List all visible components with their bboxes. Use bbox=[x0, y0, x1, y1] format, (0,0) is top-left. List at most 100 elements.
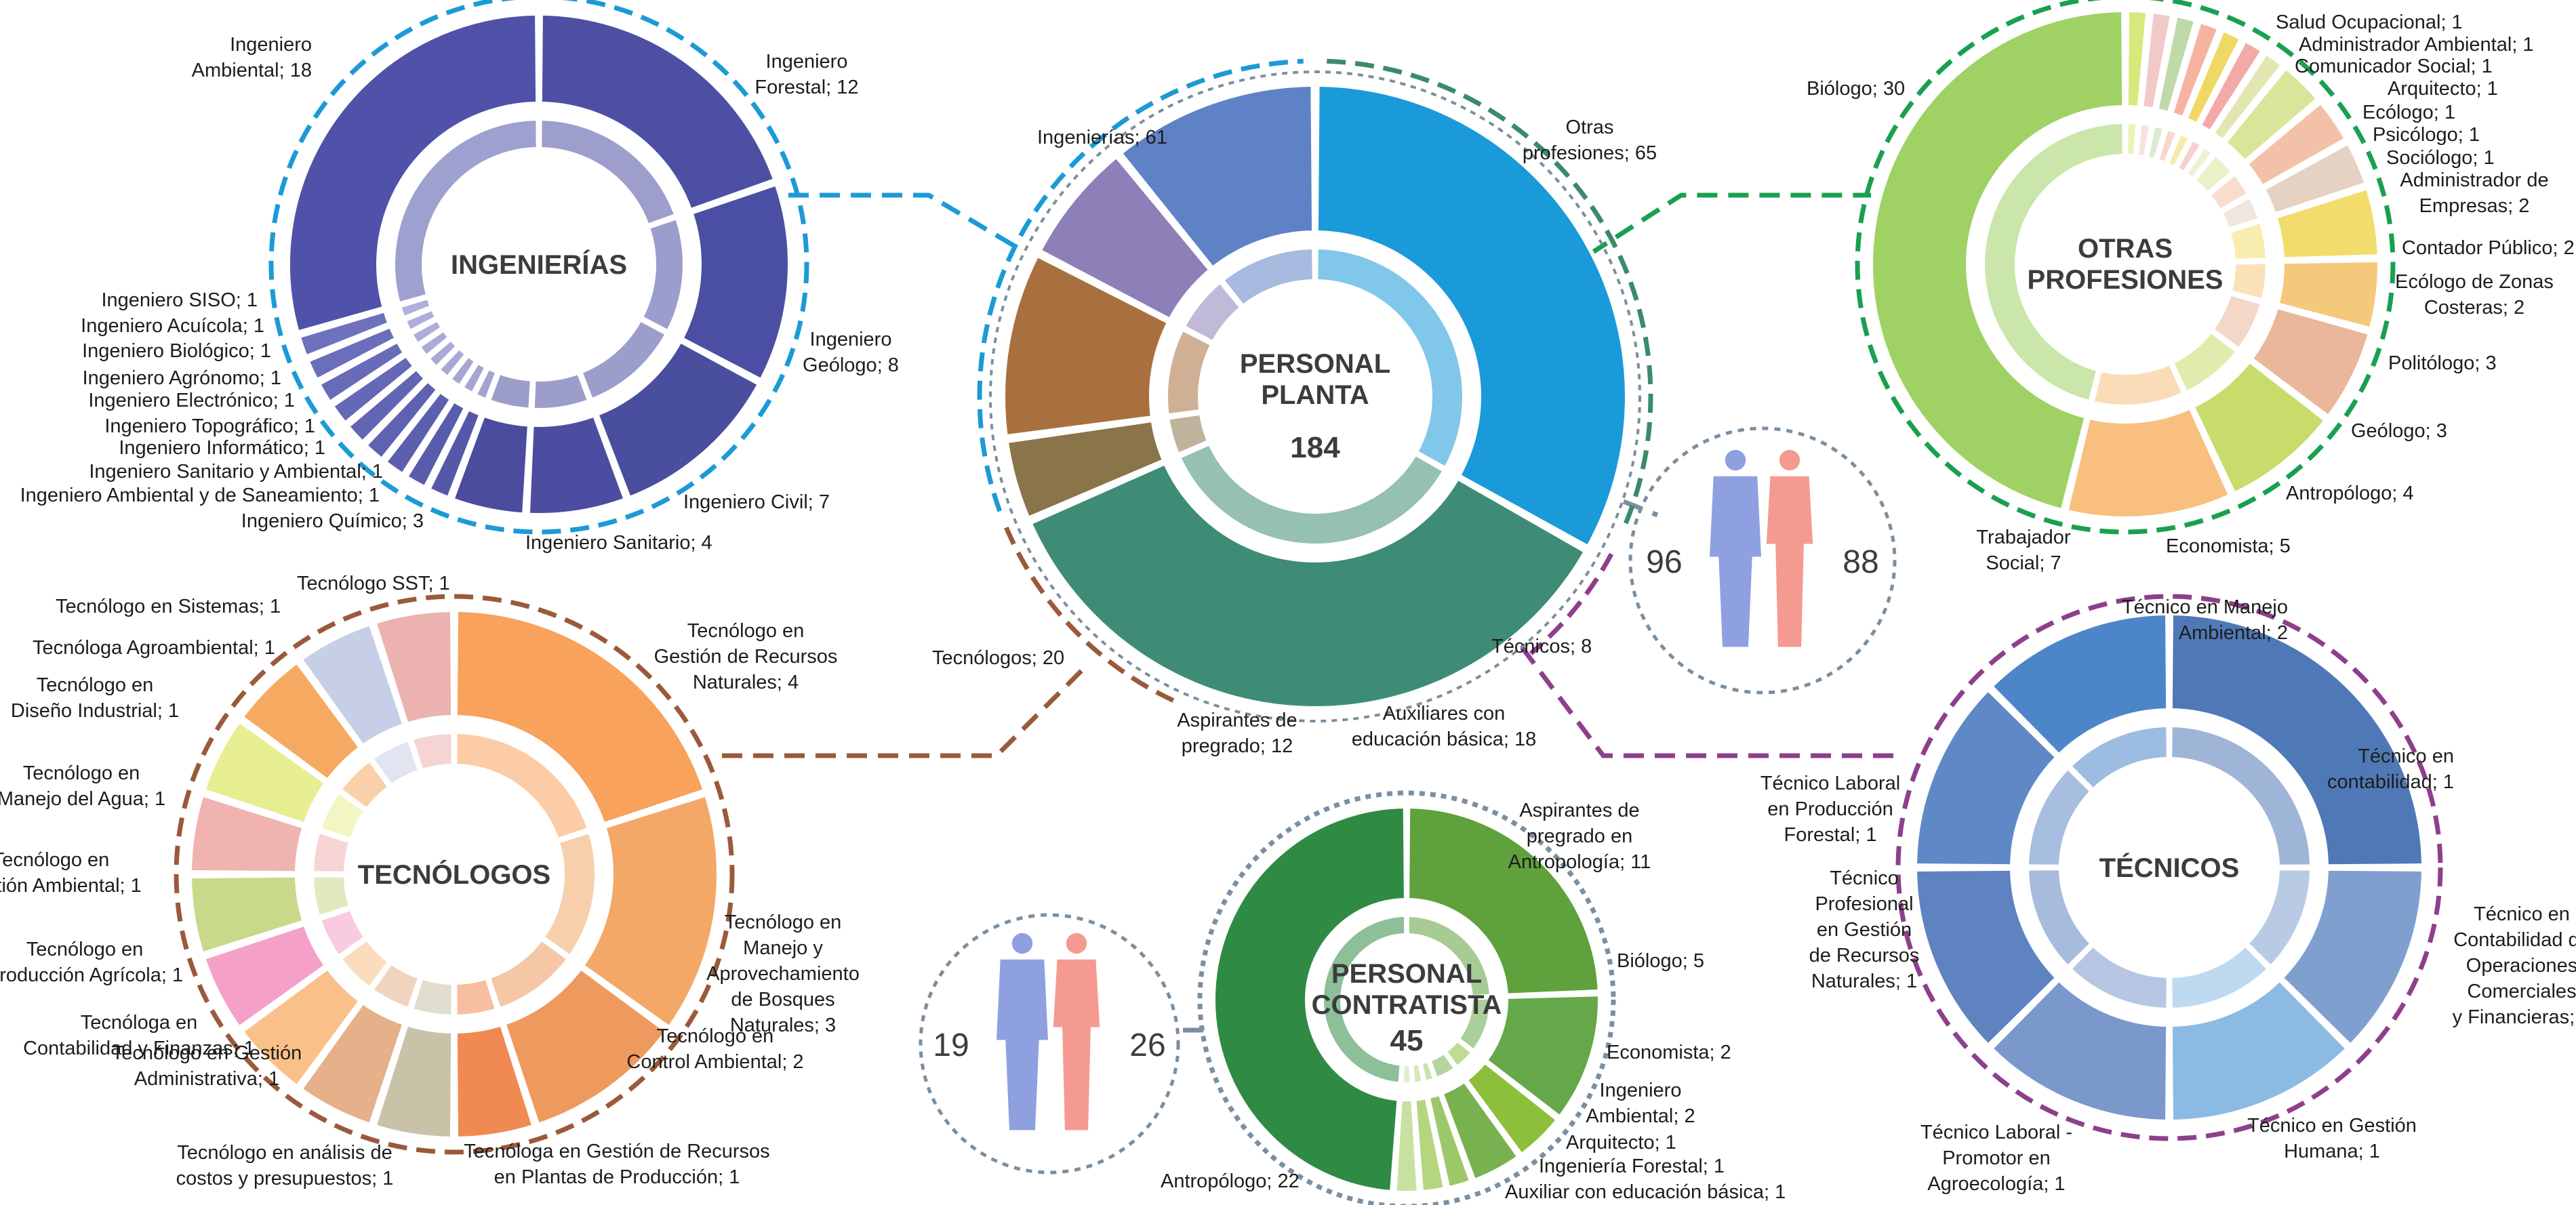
slice-label-ingenierias: Ingeniero Acuícola; 1 bbox=[81, 315, 264, 337]
slice-label-planta: Ingenierías; 61 bbox=[1037, 127, 1167, 148]
pie-chart-ingenierias: INGENIERÍAS bbox=[268, 0, 809, 535]
center-hole-tecnicos bbox=[2061, 759, 2278, 976]
inner-slice-tecnologos bbox=[309, 873, 354, 920]
dashed-ring-tecnologos bbox=[174, 594, 735, 1155]
dashed-ring-tecnicos bbox=[1529, 552, 1614, 655]
slice-label-ingenierias: Ingeniero Sanitario y Ambiental; 1 bbox=[89, 461, 383, 483]
slice-label-ingenierias: Ingeniero Electrónico; 1 bbox=[88, 390, 295, 411]
chart-title-ingenierias: INGENIERÍAS bbox=[451, 249, 627, 280]
ring-separator-planta bbox=[1149, 230, 1481, 563]
chart-title-tecnologos: TECNÓLOGOS bbox=[358, 859, 550, 890]
slice-label-otras: Psicólogo; 1 bbox=[2373, 124, 2480, 146]
slice-label-contratista: Auxiliar con educación básica; 1 bbox=[1505, 1181, 1786, 1203]
pie-chart-tecnicos: TÉCNICOS bbox=[1895, 594, 2443, 1141]
gender-badge-planta: 96 88 bbox=[1628, 426, 1897, 695]
slice-label-otras: Politólogo; 3 bbox=[2388, 352, 2497, 374]
gender-ring bbox=[1628, 426, 1897, 695]
ring-separator-otras bbox=[1966, 105, 2285, 424]
dashed-ring-ingenierias bbox=[977, 58, 1304, 512]
male-figure-icon bbox=[997, 933, 1048, 1130]
center-hole-planta bbox=[1200, 281, 1430, 512]
slice-label-contratista: Ingeniería Forestal; 1 bbox=[1539, 1156, 1725, 1177]
slice-label-otras: Antropólogo; 4 bbox=[2286, 483, 2414, 504]
slice-label-ingenierias: Ingeniero Químico; 3 bbox=[241, 510, 424, 532]
slice-label-otras: Comunicador Social; 1 bbox=[2295, 56, 2493, 77]
slice-label-ingenierias: Ingeniero Topográfico; 1 bbox=[104, 415, 315, 437]
connector-tecnicos bbox=[1520, 645, 1901, 758]
chart-total-planta: 184 bbox=[1290, 431, 1340, 464]
ring-separator-tecnicos bbox=[2010, 708, 2329, 1027]
connector-lines bbox=[722, 192, 1901, 1033]
center-hole-contratista bbox=[1342, 935, 1471, 1064]
slice-label-otras: Geólogo; 3 bbox=[2351, 420, 2447, 442]
dotted-ring-planta bbox=[989, 70, 1641, 722]
dashed-ring-otras bbox=[1855, 0, 2396, 535]
center-hole-ingenierias bbox=[424, 149, 654, 380]
inner-slice-tecnologos bbox=[408, 729, 456, 774]
slice-label-ingenierias: Ingeniero Agrónomo; 1 bbox=[83, 367, 281, 389]
male-figure-icon bbox=[1710, 449, 1761, 647]
female-count: 88 bbox=[1843, 544, 1878, 580]
slice-label-ingenierias: Ingeniero Sanitario; 4 bbox=[525, 532, 712, 554]
slice-label-ingenierias: Ingeniero SISO; 1 bbox=[101, 289, 258, 311]
connector-tecnologos bbox=[722, 666, 1087, 758]
slice-label-otras: Biólogo; 30 bbox=[1807, 78, 1905, 100]
dashed-ring-contratista bbox=[1197, 790, 1616, 1205]
ring-separator-ingenierias bbox=[376, 102, 702, 427]
slice-label-otras: Economista; 5 bbox=[2166, 535, 2291, 557]
slice-label-contratista: Biólogo; 5 bbox=[1617, 950, 1704, 972]
slice-label-otras: Contador Público; 2 bbox=[2402, 237, 2575, 259]
slice-label-contratista: Economista; 2 bbox=[1607, 1042, 1731, 1063]
male-count: 19 bbox=[933, 1027, 969, 1063]
gender-ring bbox=[919, 913, 1180, 1175]
slice-label-contratista: Arquitecto; 1 bbox=[1566, 1132, 1676, 1153]
chart-total-contratista: 45 bbox=[1390, 1024, 1424, 1057]
ring-separator-contratista bbox=[1305, 898, 1508, 1101]
slice-label-ingenierias: Ingeniero Civil; 7 bbox=[683, 491, 830, 513]
inner-slice-tecnologos bbox=[453, 975, 500, 1019]
dashed-ring-tecnologos bbox=[1004, 527, 1175, 703]
slice-label-otras: Salud Ocupacional; 1 bbox=[2276, 12, 2463, 33]
slice-label-otras: Administrador Ambiental; 1 bbox=[2299, 34, 2534, 56]
slice-label-ingenierias: Ingeniero Informático; 1 bbox=[119, 437, 325, 459]
connector-ingenierias bbox=[788, 192, 1018, 250]
slice-label-tecnologos: Tecnólogo SST; 1 bbox=[297, 573, 450, 594]
male-count: 96 bbox=[1646, 544, 1682, 580]
slice-label-contratista: Antropólogo; 22 bbox=[1161, 1170, 1300, 1192]
female-figure-icon bbox=[1766, 449, 1813, 647]
slice-label-otras: Ecólogo; 1 bbox=[2362, 102, 2455, 123]
dashed-ring-tecnicos bbox=[1895, 594, 2443, 1141]
